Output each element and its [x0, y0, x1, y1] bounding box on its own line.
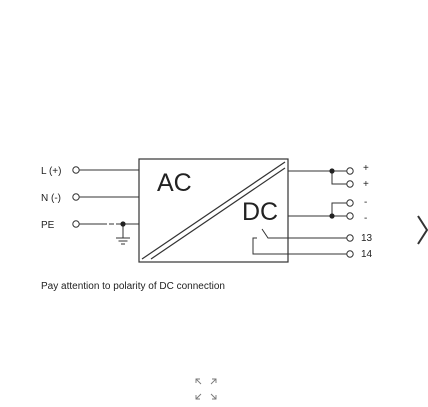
label-contact-14: 14 — [361, 249, 373, 260]
converter-block — [138, 158, 289, 263]
relay-contact-lower — [252, 237, 288, 255]
terminal-neutral — [72, 193, 80, 201]
output-wiring — [288, 167, 354, 258]
label-plus-1: + — [363, 163, 369, 174]
terminal-line — [72, 166, 80, 174]
terminal-contact-13 — [346, 234, 354, 242]
ac-label: AC — [157, 169, 192, 197]
label-contact-13: 13 — [361, 233, 373, 244]
pe-junction-dot — [120, 221, 126, 227]
label-minus-2: - — [364, 213, 367, 224]
input-wiring — [72, 166, 139, 245]
label-plus-2: + — [363, 179, 369, 190]
minus-junction-dot — [329, 213, 335, 219]
wire-minus-1 — [331, 202, 347, 216]
terminal-plus-1 — [346, 167, 354, 175]
relay-contact — [252, 228, 288, 255]
terminal-contact-14 — [346, 250, 354, 258]
fullscreen-button[interactable] — [193, 377, 219, 401]
terminal-minus-1 — [346, 199, 354, 207]
relay-contact-upper — [261, 228, 288, 239]
label-line-input: L (+) — [41, 166, 61, 177]
terminal-minus-2 — [346, 212, 354, 220]
plus-junction-dot — [329, 168, 335, 174]
chevron-right-icon — [417, 215, 428, 245]
diagonal-line-1 — [141, 161, 286, 260]
label-pe-input: PE — [41, 220, 55, 231]
converter-box — [138, 158, 289, 263]
expand-icon — [195, 378, 217, 400]
label-minus-1: - — [364, 197, 367, 208]
diagonal-line-2 — [150, 167, 286, 260]
wire-plus-2 — [331, 171, 347, 185]
diagram-caption: Pay attention to polarity of DC connecti… — [41, 281, 225, 292]
terminal-pe — [72, 220, 80, 228]
next-image-button[interactable] — [412, 210, 428, 250]
label-neutral-input: N (-) — [41, 193, 61, 204]
terminal-plus-2 — [346, 180, 354, 188]
dc-label: DC — [242, 198, 278, 226]
